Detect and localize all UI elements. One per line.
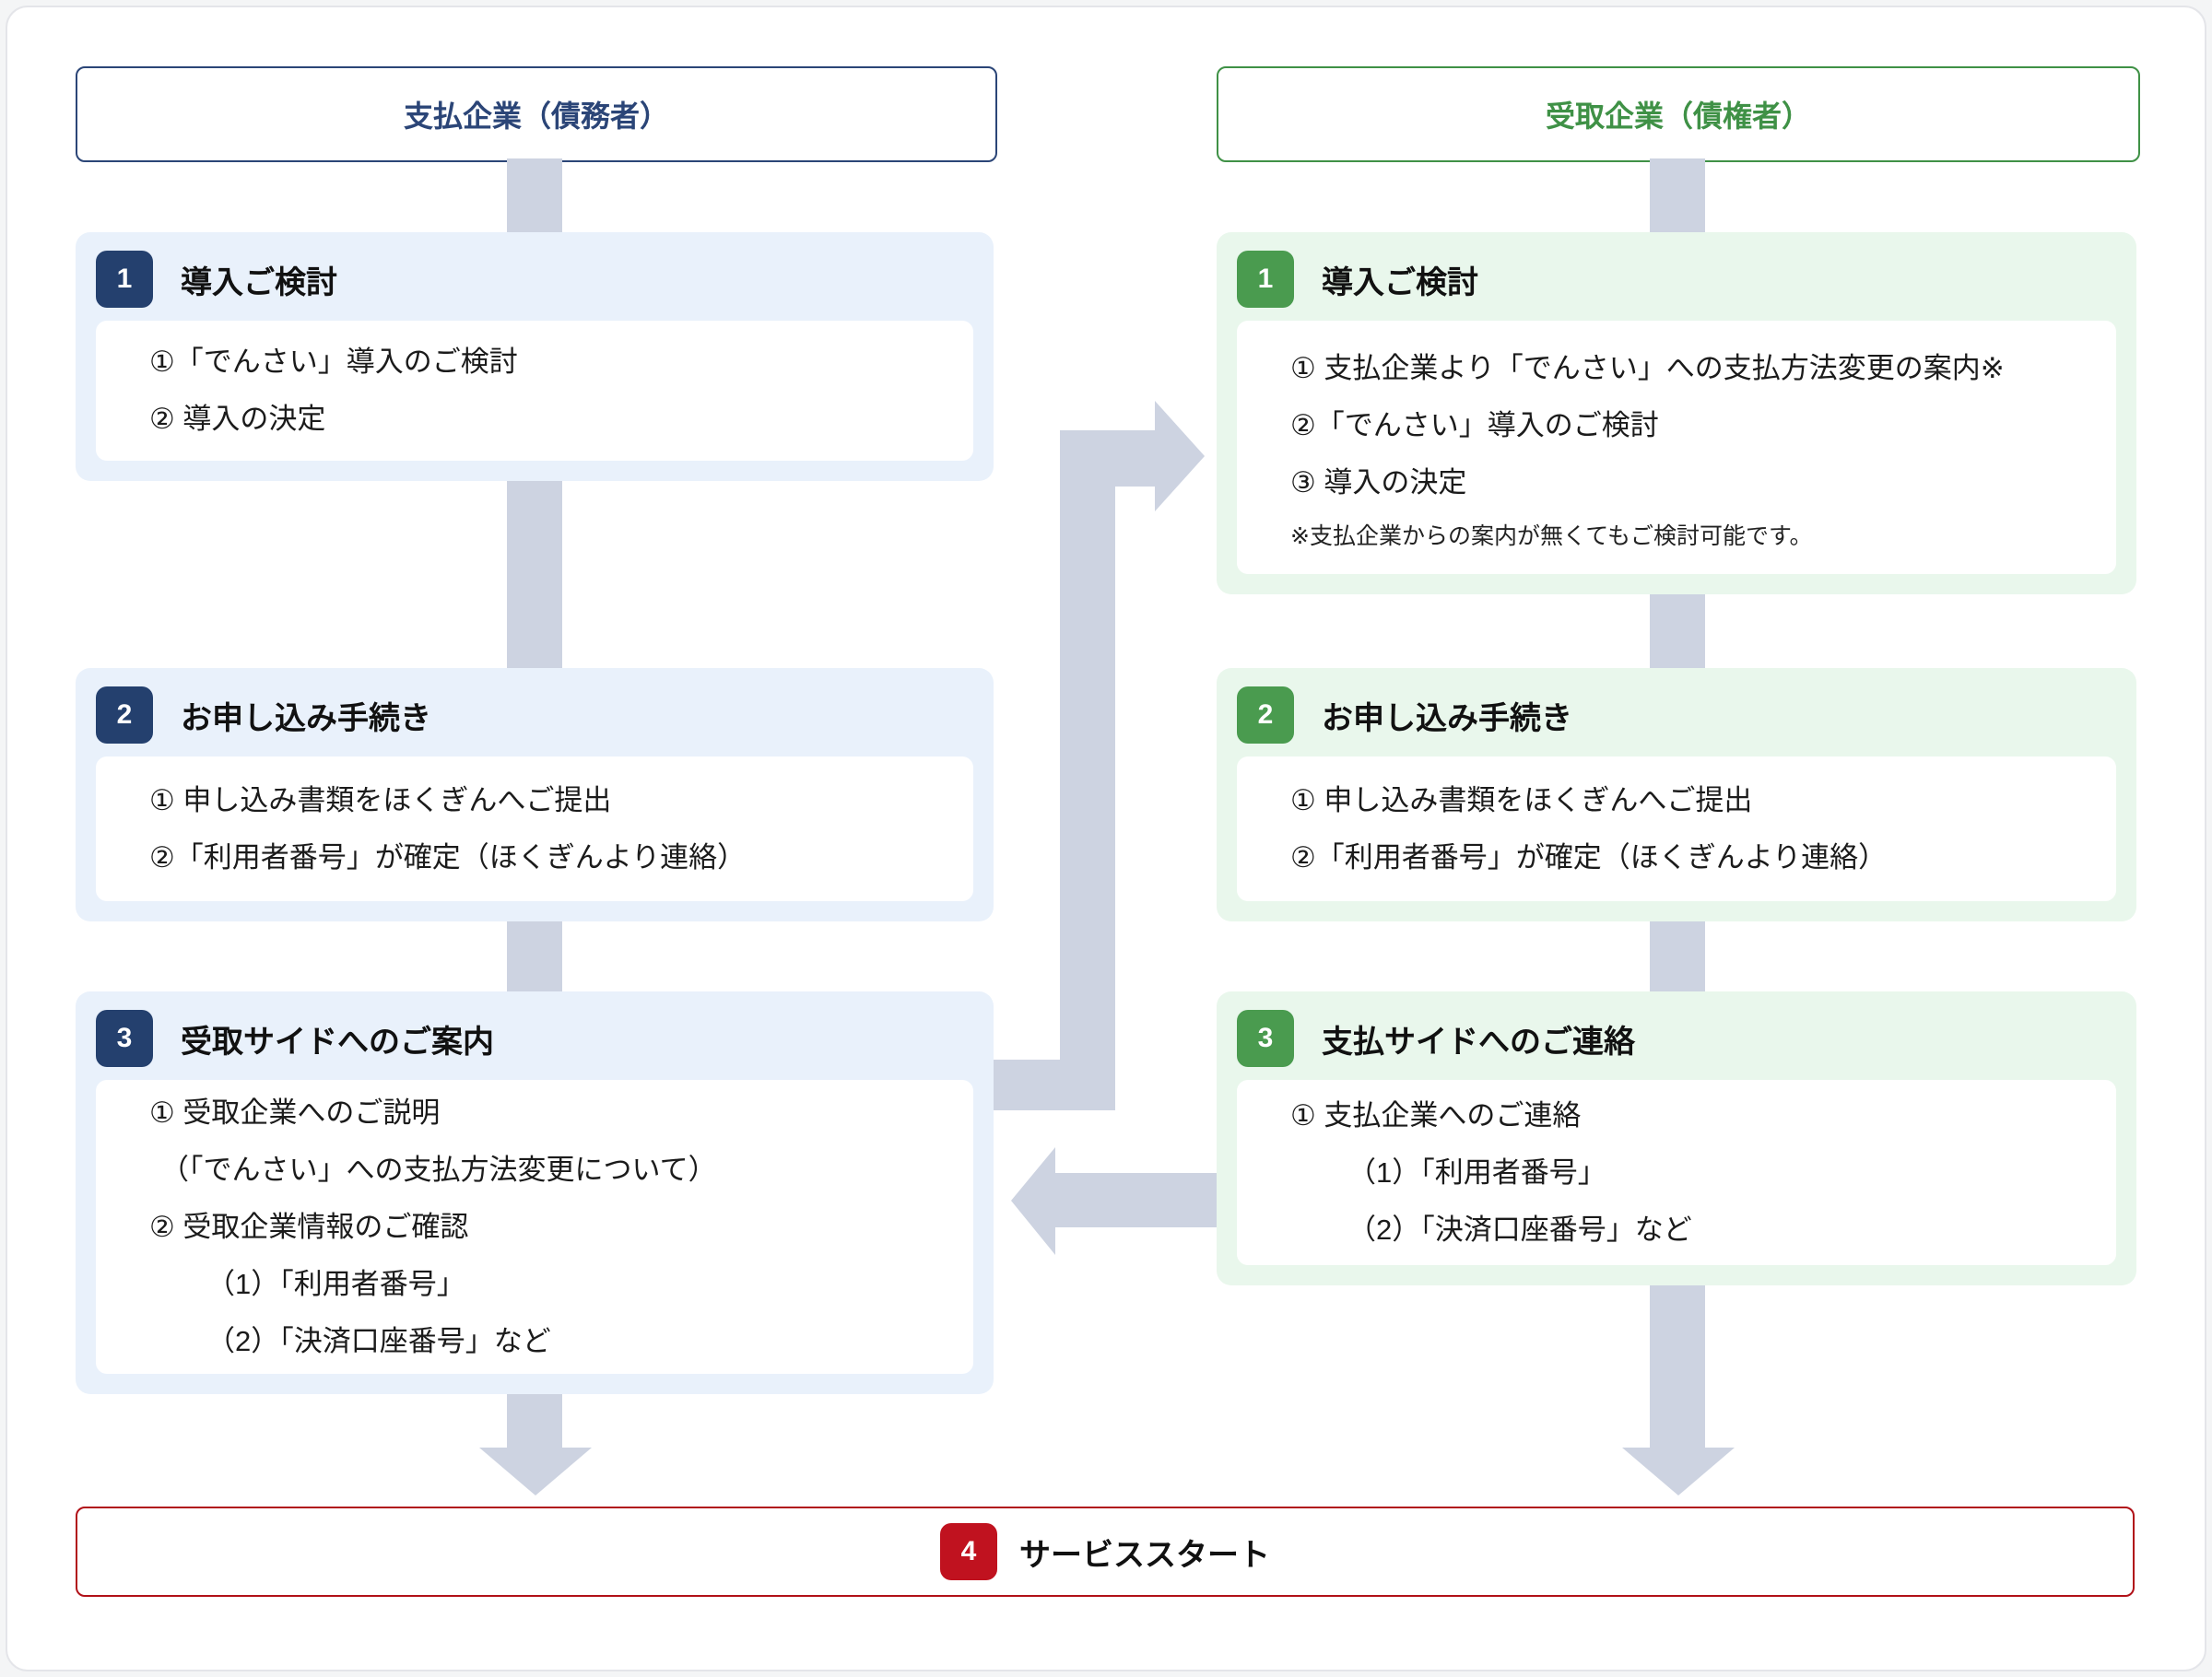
step-number-badge: 2 [1237,686,1294,744]
step-number-badge: 1 [96,251,153,308]
step-line: ②「利用者番号」が確定（ほくぎんより連絡） [149,840,747,874]
payer-step2-content: ① 申し込み書類をほくぎんへご提出 ②「利用者番号」が確定（ほくぎんより連絡） [96,756,973,901]
step-title: 導入ご検討 [181,264,337,300]
connector-payer-header-to-step1 [507,158,562,232]
step-number-badge: 3 [96,1010,153,1067]
step-line: （「でんさい」への支払方法変更について） [160,1153,717,1186]
step-title: お申し込み手続き [1322,700,1572,736]
payer-header-label: 支払企業（債務者） [403,100,669,133]
step-title: お申し込み手続き [181,700,431,736]
payee-step2-box: 2 お申し込み手続き ① 申し込み書類をほくぎんへご提出 ②「利用者番号」が確定… [1217,668,2136,921]
connector-payer-step1-to-step2 [507,481,562,668]
connector-payee-step1-to-step2 [1650,594,1705,668]
payer-step3-content: ① 受取企業へのご説明 （「でんさい」への支払方法変更について） ② 受取企業情… [96,1080,973,1374]
payee-step3-content: ① 支払企業へのご連絡 （1）「利用者番号」 （2）「決済口座番号」など [1237,1080,2116,1265]
connector-payee-step2-to-step3 [1650,921,1705,991]
payer-step1-head: 1 導入ご検討 [96,251,973,308]
step-line: ① 支払企業より「でんさい」への支払方法変更の案内※ [1290,351,2005,384]
payee-step1-head: 1 導入ご検討 [1237,251,2116,308]
step-number-badge: 1 [1237,251,1294,308]
payee-step1-content: ① 支払企業より「でんさい」への支払方法変更の案内※ ②「でんさい」導入のご検討… [1237,321,2116,574]
payer-header-box: 支払企業（債務者） [76,66,997,162]
payer-step3-head: 3 受取サイドへのご案内 [96,1010,973,1067]
arrow-down-payee-icon [1622,1448,1735,1495]
step-title: 支払サイドへのご連絡 [1322,1024,1635,1060]
step-line: ② 導入の決定 [149,403,326,435]
connector-payee-header-to-step1 [1650,158,1705,232]
step-note: ※支払企業からの案内が無くてもご検討可能です。 [1290,522,1813,549]
step-number-badge: 4 [940,1523,997,1580]
step-line: （2）「決済口座番号」など [206,1324,551,1357]
step-title: 導入ご検討 [1322,264,1478,300]
step-line: ②「でんさい」導入のご検討 [1290,408,1659,441]
payee-step2-head: 2 お申し込み手続き [1237,686,2116,744]
payee-header-label: 受取企業（債権者） [1545,100,1811,133]
payee-step3-box: 3 支払サイドへのご連絡 ① 支払企業へのご連絡 （1）「利用者番号」 （2）「… [1217,991,2136,1285]
step-line: （1）「利用者番号」 [1347,1155,1606,1189]
payer-step2-head: 2 お申し込み手続き [96,686,973,744]
service-start-box: 4 サービススタート [76,1507,2135,1597]
step-number-badge: 2 [96,686,153,744]
step-line: ①「でんさい」導入のご検討 [149,346,518,378]
step-title: 受取サイドへのご案内 [181,1024,494,1060]
step-number-badge: 3 [1237,1010,1294,1067]
payee-step1-box: 1 導入ご検討 ① 支払企業より「でんさい」への支払方法変更の案内※ ②「でんさ… [1217,232,2136,594]
step-line: （1）「利用者番号」 [206,1267,465,1300]
connector-payer-step2-to-step3 [507,921,562,991]
payee-step3-head: 3 支払サイドへのご連絡 [1237,1010,2116,1067]
arrow-down-payer-icon [479,1448,592,1495]
step-line: ③ 導入の決定 [1290,465,1467,498]
payer-step2-box: 2 お申し込み手続き ① 申し込み書類をほくぎんへご提出 ②「利用者番号」が確定… [76,668,994,921]
service-start-label: サービススタート [1019,1537,1270,1573]
step-line: （2）「決済口座番号」など [1347,1213,1692,1246]
payer-step1-content: ①「でんさい」導入のご検討 ② 導入の決定 [96,321,973,461]
step-line: ②「利用者番号」が確定（ほくぎんより連絡） [1290,840,1888,874]
payer-step3-box: 3 受取サイドへのご案内 ① 受取企業へのご説明 （「でんさい」への支払方法変更… [76,991,994,1394]
step-line: ① 申し込み書類をほくぎんへご提出 [1290,783,1753,816]
step-line: ① 申し込み書類をほくぎんへご提出 [149,783,612,816]
arrow-payer-step3-to-start-shaft [507,1394,562,1448]
payee-step2-content: ① 申し込み書類をほくぎんへご提出 ②「利用者番号」が確定（ほくぎんより連絡） [1237,756,2116,901]
step-line: ② 受取企業情報のご確認 [149,1210,469,1243]
payer-step1-box: 1 導入ご検討 ①「でんさい」導入のご検討 ② 導入の決定 [76,232,994,481]
payee-header-box: 受取企業（債権者） [1217,66,2140,162]
step-line: ① 受取企業へのご説明 [149,1096,441,1129]
step-line: ① 支払企業へのご連絡 [1290,1098,1582,1132]
arrow-payee-step3-to-start-shaft [1650,1285,1705,1448]
